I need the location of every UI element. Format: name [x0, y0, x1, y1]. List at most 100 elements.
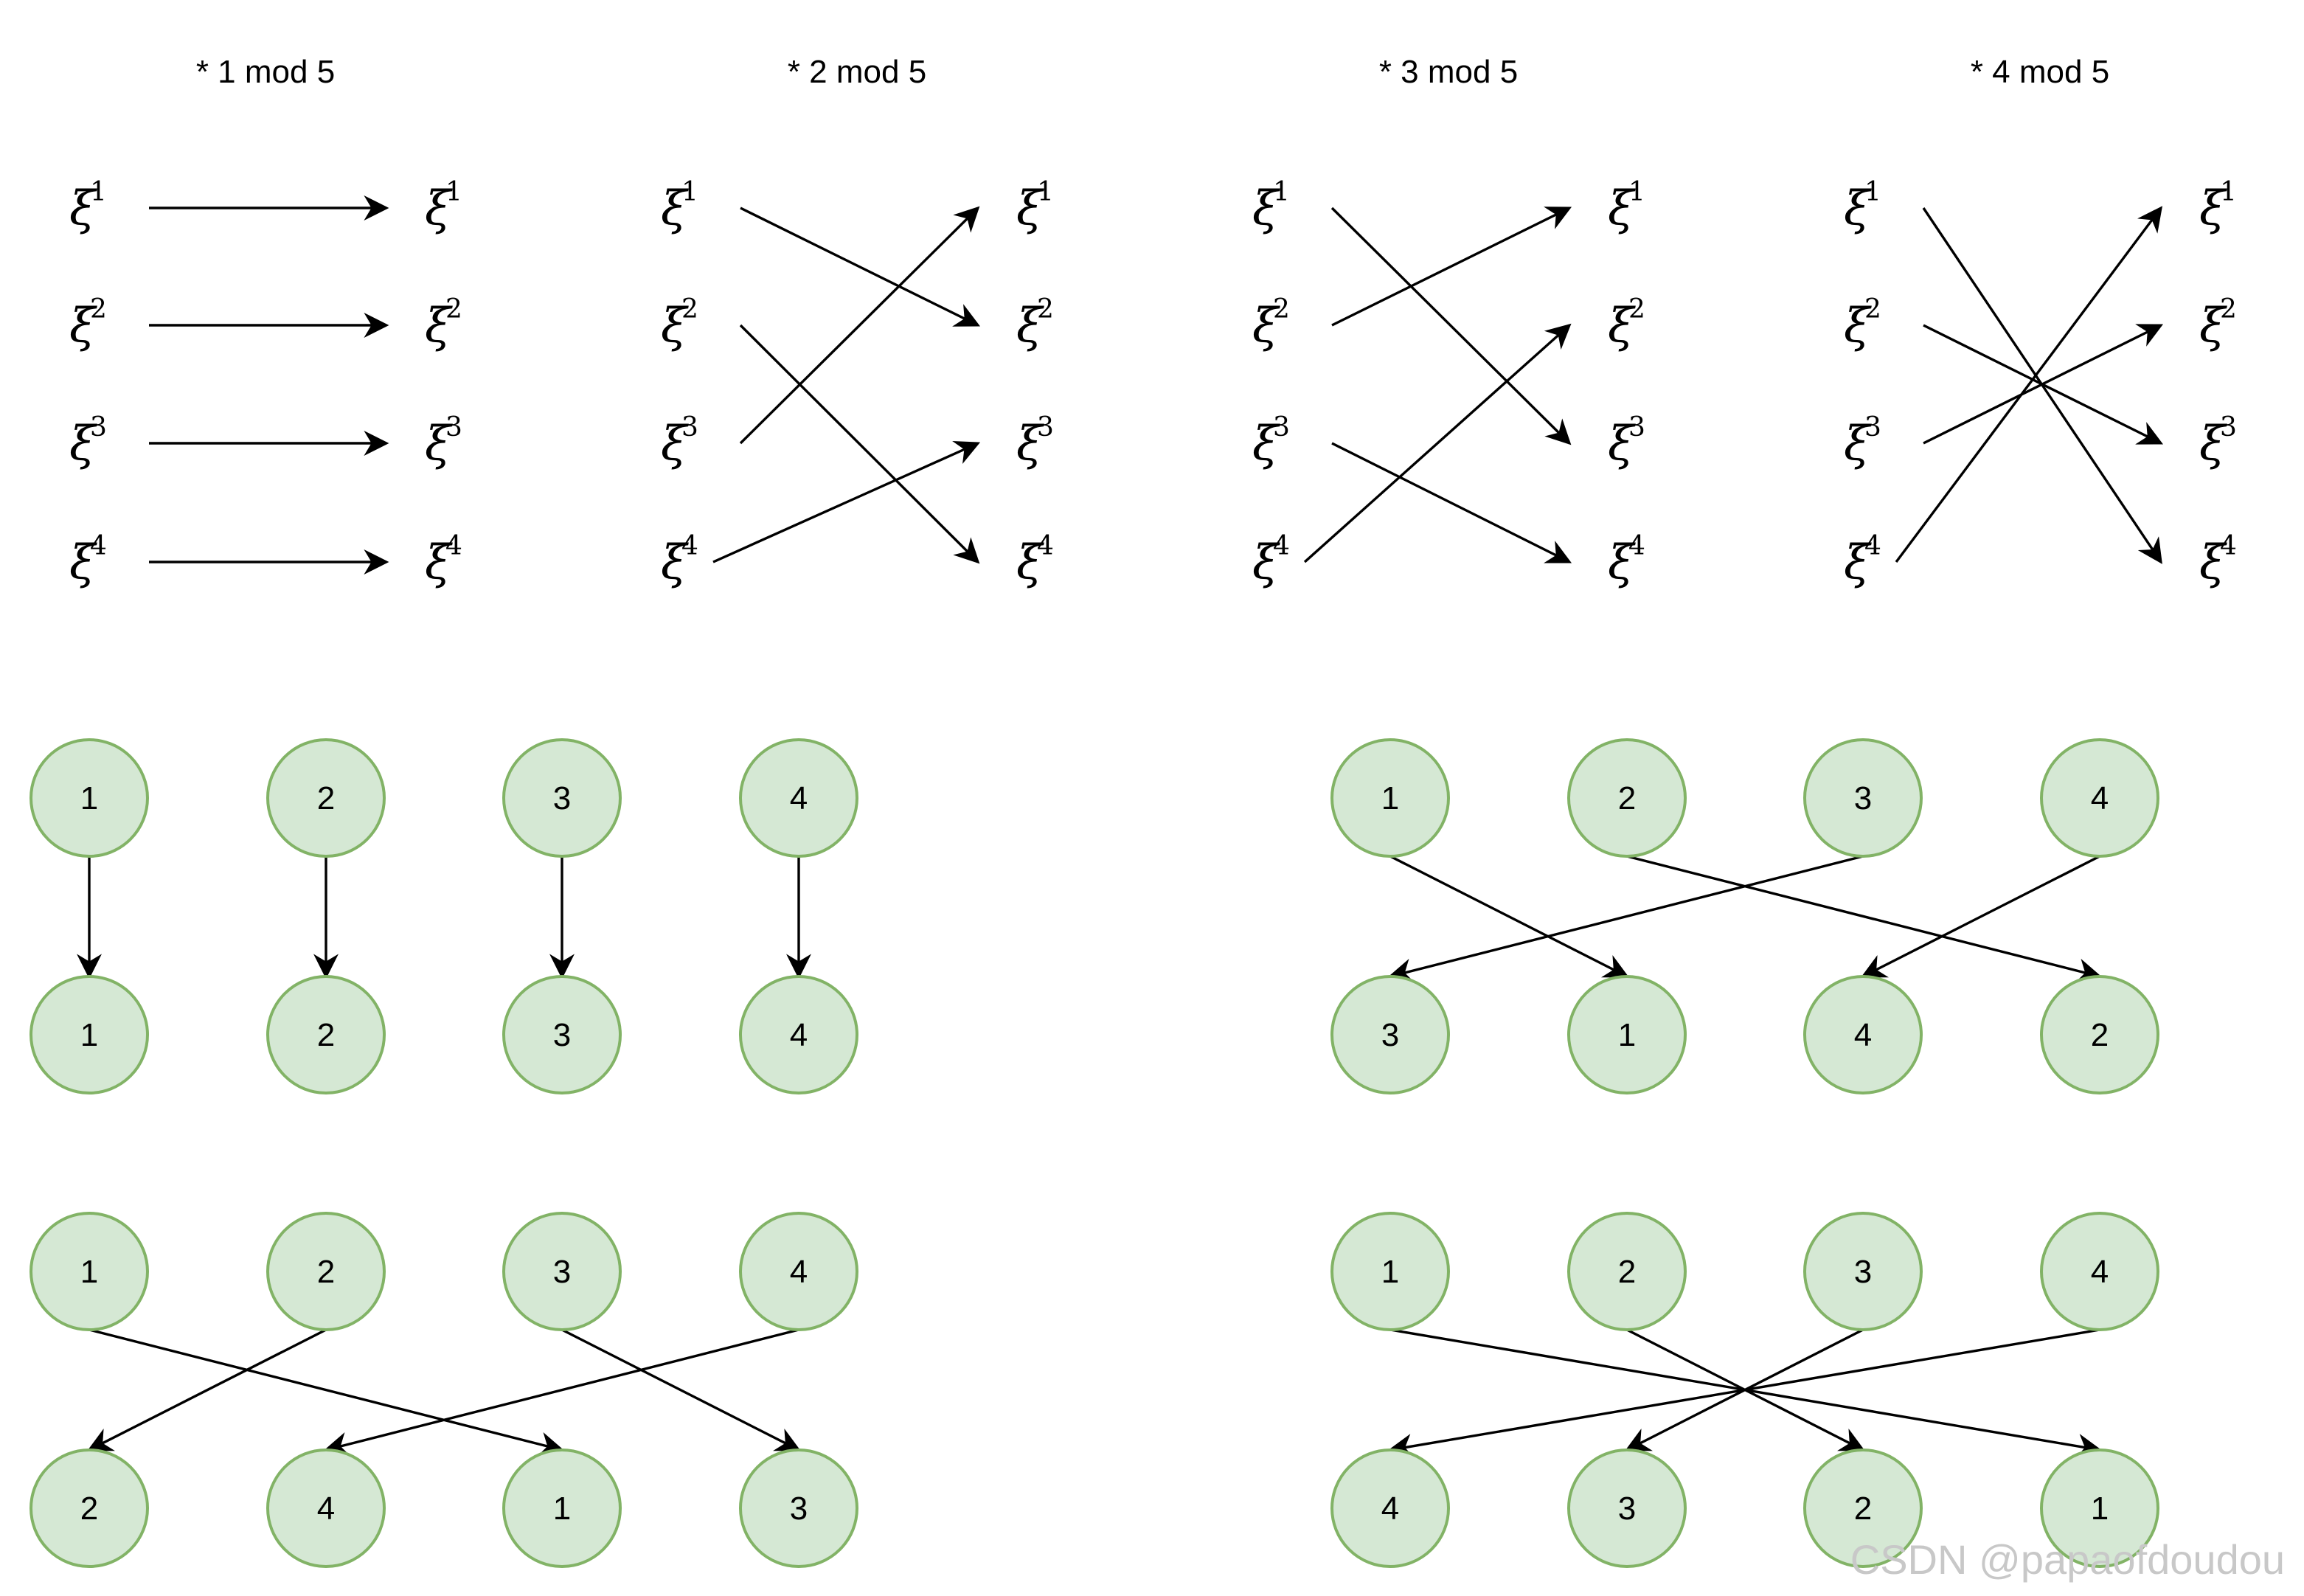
edge-4-to-4 [1387, 1328, 2100, 1459]
edge-4-to-4 [1860, 855, 2100, 978]
xi-source-exponent: 1 [1864, 177, 1881, 207]
xi-target-exponent: 2 [1037, 294, 1054, 325]
bottom-node: 1 [502, 1448, 622, 1568]
xi-source-4: ξ [1252, 535, 1280, 590]
edge-4-to-4 [323, 1328, 799, 1457]
xi-target-exponent: 3 [445, 412, 462, 443]
node-label: 4 [790, 1254, 808, 1290]
xi-source-exponent: 4 [90, 531, 107, 561]
xi-source-exponent: 4 [1273, 531, 1290, 561]
panel-title: * 4 mod 5 [1971, 54, 2109, 90]
xi-target-4: ξ [2199, 535, 2227, 590]
xi-source-exponent: 2 [90, 294, 107, 325]
xi-target-3: ξ [2199, 417, 2227, 471]
xi-source-3: ξ [1844, 417, 1872, 471]
node-label: 3 [1854, 1254, 1872, 1290]
xi-source-1: ξ [69, 181, 97, 236]
xi-target-4: ξ [1016, 535, 1044, 590]
mapping-arrow-2-to-4 [739, 324, 980, 564]
node-label: 4 [790, 780, 808, 816]
mapping-arrow-4-to-2 [1303, 323, 1572, 563]
top-node: 3 [1803, 1212, 1923, 1331]
top-node: 4 [2040, 738, 2159, 858]
xi-source-3: ξ [661, 417, 689, 471]
xi-target-exponent: 4 [1037, 531, 1054, 561]
edge-3-to-3 [1387, 855, 1864, 983]
node-label: 3 [790, 1491, 808, 1527]
node-label: 1 [1381, 780, 1399, 816]
xi-source-exponent: 3 [681, 412, 698, 443]
node-label: 1 [2091, 1491, 2109, 1527]
node-label: 1 [80, 1017, 98, 1053]
node-label: 3 [553, 1254, 571, 1290]
top-node: 2 [266, 1212, 386, 1331]
xi-source-2: ξ [1844, 299, 1872, 353]
xi-target-1: ξ [425, 181, 453, 236]
xi-source-exponent: 3 [1864, 412, 1881, 443]
bottom-node: 3 [502, 975, 622, 1094]
bottom-node: 3 [1330, 975, 1450, 1094]
top-node: 3 [1803, 738, 1923, 858]
xi-target-2: ξ [1016, 299, 1044, 353]
bottom-node: 1 [30, 975, 149, 1094]
xi-source-exponent: 2 [1864, 294, 1881, 325]
xi-source-3: ξ [1252, 417, 1280, 471]
node-label: 1 [1618, 1017, 1636, 1053]
permutation-graph-4: 1 2 3 4 4 3 2 1 [1330, 1212, 2159, 1568]
node-label: 3 [1854, 780, 1872, 816]
node-label: 3 [1618, 1491, 1636, 1527]
bottom-node: 3 [1567, 1448, 1687, 1568]
xi-target-3: ξ [425, 417, 453, 471]
node-label: 4 [1381, 1491, 1399, 1527]
top-node: 4 [2040, 1212, 2159, 1331]
xi-source-1: ξ [1252, 181, 1280, 236]
node-label: 1 [553, 1491, 571, 1527]
xi-target-3: ξ [1016, 417, 1044, 471]
node-label: 2 [1854, 1491, 1872, 1527]
xi-target-exponent: 1 [2220, 177, 2237, 207]
top-node: 1 [1330, 1212, 1450, 1331]
xi-source-2: ξ [661, 299, 689, 353]
xi-target-exponent: 3 [1628, 412, 1645, 443]
xi-source-1: ξ [661, 181, 689, 236]
top-node: 2 [1567, 738, 1687, 858]
panel-title: * 1 mod 5 [196, 54, 335, 90]
node-label: 2 [1618, 1254, 1636, 1290]
xi-target-exponent: 3 [2220, 412, 2237, 443]
node-label: 4 [1854, 1017, 1872, 1053]
xi-target-exponent: 4 [1628, 531, 1645, 561]
panel-title: * 2 mod 5 [788, 54, 926, 90]
top-node: 4 [739, 1212, 858, 1331]
node-label: 1 [80, 780, 98, 816]
node-label: 2 [317, 780, 335, 816]
top-node: 1 [30, 738, 149, 858]
mapping-arrow-1-to-3 [1330, 207, 1572, 445]
xi-source-exponent: 2 [1273, 294, 1290, 325]
xi-target-2: ξ [1608, 299, 1636, 353]
bottom-node: 4 [1803, 975, 1923, 1094]
xi-target-exponent: 2 [1628, 294, 1645, 325]
top-node: 2 [266, 738, 386, 858]
node-label: 2 [1618, 780, 1636, 816]
xi-target-exponent: 1 [1037, 177, 1054, 207]
edge-3-to-3 [561, 1328, 802, 1451]
xi-target-4: ξ [425, 535, 453, 590]
bottom-node: 1 [2040, 1448, 2159, 1568]
xi-source-2: ξ [1252, 299, 1280, 353]
xi-target-exponent: 2 [2220, 294, 2237, 325]
top-node: 4 [739, 738, 858, 858]
top-node: 3 [502, 738, 622, 858]
node-label: 4 [317, 1491, 335, 1527]
node-label: 4 [2091, 1254, 2109, 1290]
node-label: 4 [2091, 780, 2109, 816]
node-label: 3 [1381, 1017, 1399, 1053]
xi-source-3: ξ [69, 417, 97, 471]
node-label: 3 [553, 780, 571, 816]
xi-target-exponent: 4 [2220, 531, 2237, 561]
